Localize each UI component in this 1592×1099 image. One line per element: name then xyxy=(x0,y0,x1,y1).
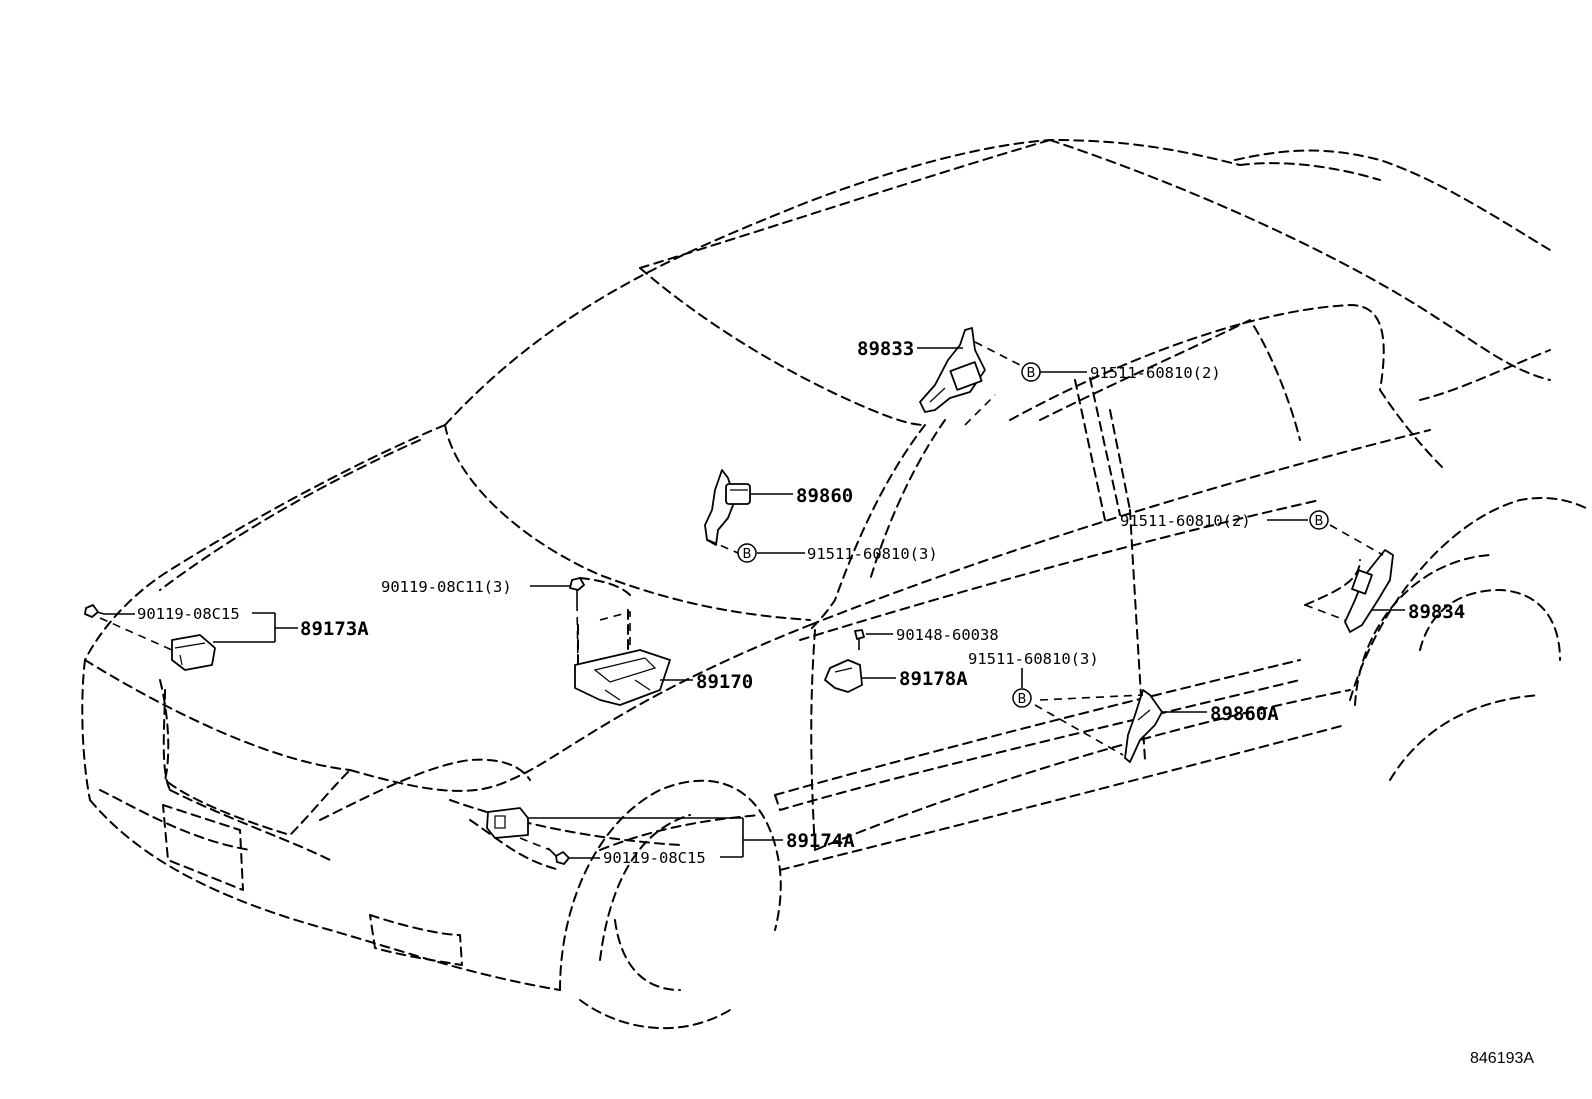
label-89173A: 89173A xyxy=(300,618,369,640)
label-89860: 89860 xyxy=(796,485,853,507)
vehicle-outline xyxy=(81,139,1591,1030)
callout-b-right: B xyxy=(1309,510,1329,530)
part-89860-shape xyxy=(704,469,751,546)
part-89178A-shape xyxy=(824,659,863,693)
label-91511-60810-2-right: 91511-60810(2) xyxy=(1120,512,1251,530)
label-90119-08C15-left: 90119-08C15 xyxy=(137,605,240,623)
label-91511-60810-3-mid: 91511-60810(3) xyxy=(807,545,938,563)
bolt-90119-08C11 xyxy=(569,577,585,603)
leader-lines xyxy=(99,341,1405,859)
svg-text:B: B xyxy=(1027,366,1036,381)
bolt-90119-08C15-left xyxy=(84,604,105,618)
bolt-90148-60038 xyxy=(854,629,865,650)
part-89860A-shape xyxy=(1124,689,1163,763)
part-89170-shape xyxy=(574,649,671,706)
label-90148-60038: 90148-60038 xyxy=(896,626,999,644)
label-89170: 89170 xyxy=(696,671,753,693)
label-89860A: 89860A xyxy=(1210,703,1279,725)
label-91511-60810-2-top: 91511-60810(2) xyxy=(1090,364,1221,382)
callout-b-top: B xyxy=(1021,362,1041,382)
svg-text:B: B xyxy=(1018,692,1027,707)
svg-text:B: B xyxy=(1315,514,1324,529)
svg-text:B: B xyxy=(743,547,752,562)
label-89174A: 89174A xyxy=(786,830,855,852)
part-89174A-shape xyxy=(486,807,529,839)
bolt-90119-08C15-bottom xyxy=(547,847,570,865)
part-89173A-shape xyxy=(171,634,216,671)
label-89834: 89834 xyxy=(1408,601,1465,623)
label-89833: 89833 xyxy=(857,338,914,360)
callout-b-mid: B xyxy=(737,543,757,563)
diagram-reference-code: 846193A xyxy=(1470,1050,1534,1067)
part-89833-shape xyxy=(919,327,986,413)
label-90119-08C15-bottom: 90119-08C15 xyxy=(603,849,706,867)
part-89834-shape xyxy=(1344,549,1394,633)
label-89178A: 89178A xyxy=(899,668,968,690)
label-91511-60810-3-lower: 91511-60810(3) xyxy=(968,650,1099,668)
label-90119-08C11-3: 90119-08C11(3) xyxy=(381,578,512,596)
callout-b-lower: B xyxy=(1012,688,1032,708)
